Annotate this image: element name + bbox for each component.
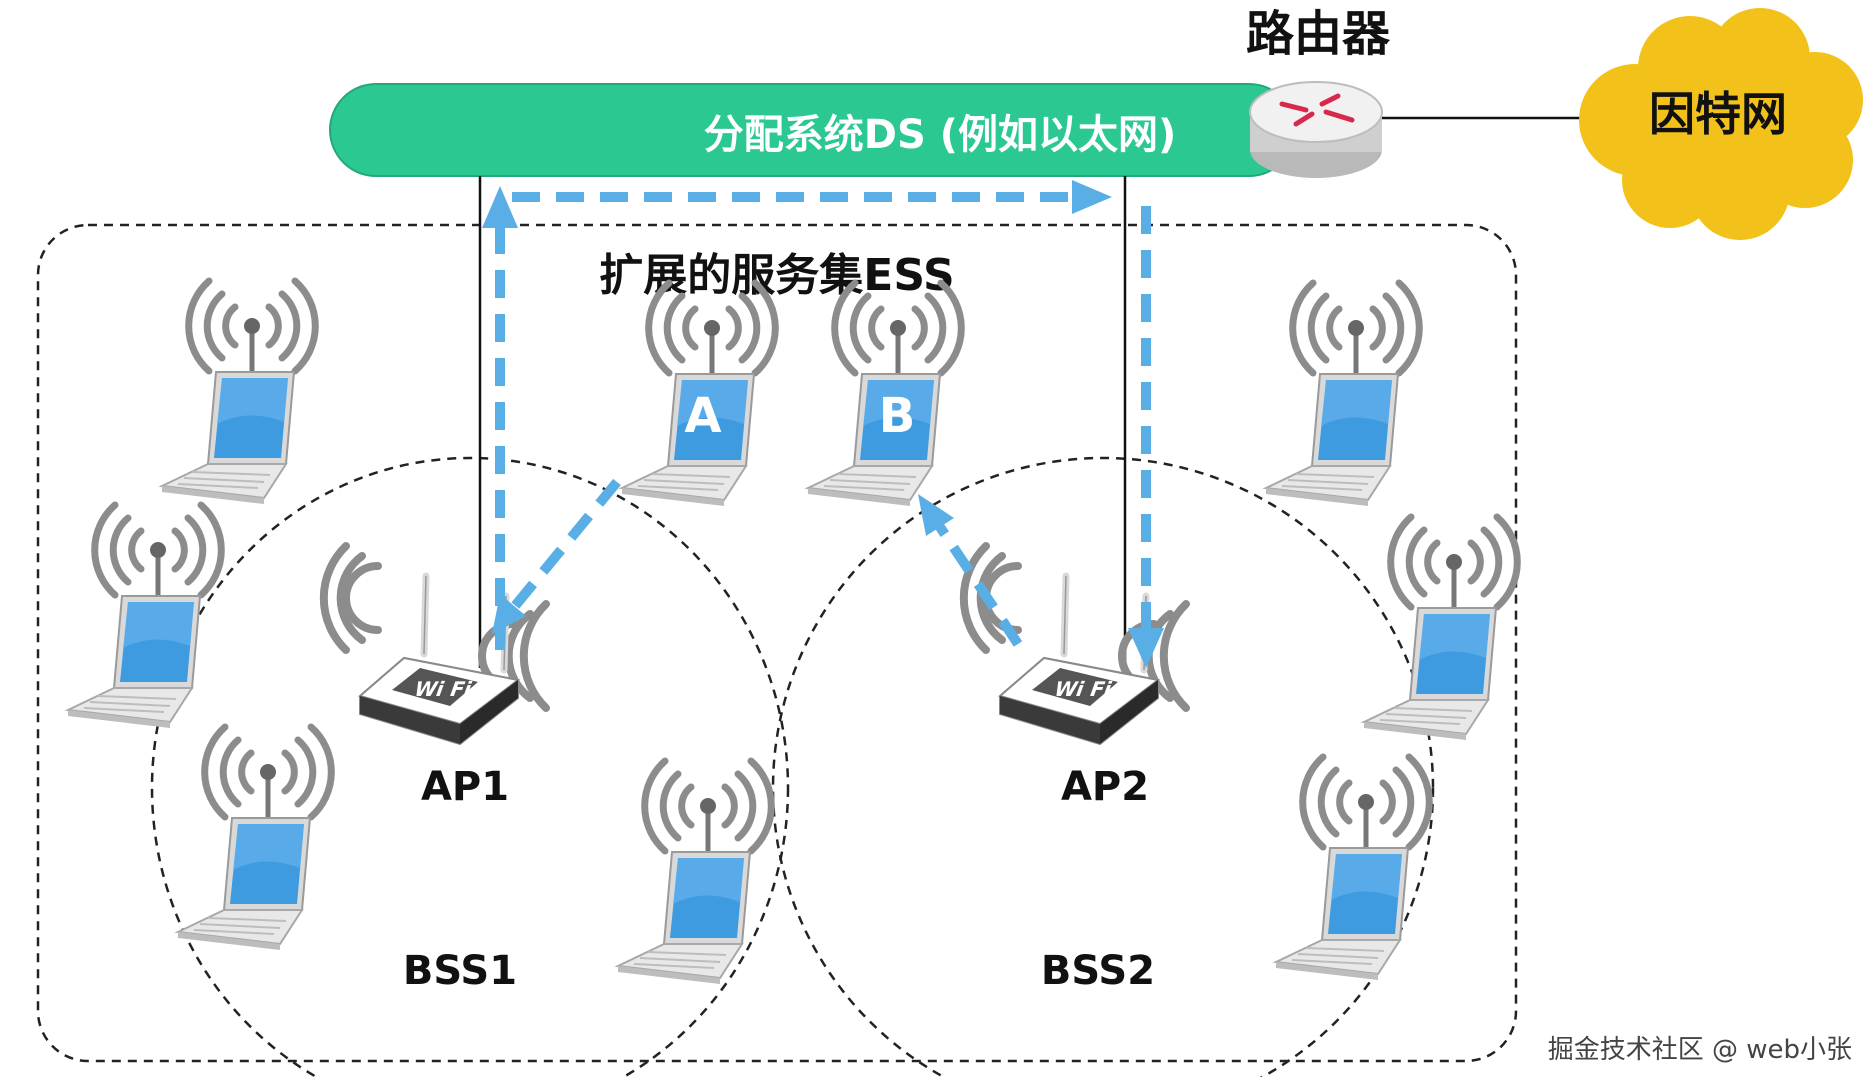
laptop-icon <box>1266 283 1419 506</box>
internet-label: 因特网 <box>1649 87 1787 141</box>
bss2-label: BSS2 <box>1041 948 1155 994</box>
station-a-label: A <box>684 388 721 444</box>
laptop-icon <box>68 505 221 728</box>
laptop-icon <box>1276 757 1429 980</box>
ap1-label: AP1 <box>421 764 509 810</box>
router-icon <box>1249 81 1383 178</box>
flow-ap2-to-b <box>929 515 1023 647</box>
cloud-icon <box>1579 8 1863 240</box>
router-label: 路由器 <box>1246 6 1391 62</box>
ap2-label: AP2 <box>1061 764 1149 810</box>
ess-boundary <box>36 223 1518 1063</box>
flow-a-to-ap1 <box>506 478 621 616</box>
arrowhead <box>918 494 954 536</box>
bss1-label: BSS1 <box>403 948 517 994</box>
bss1-boundary <box>150 456 790 1077</box>
wifi-access-point-icon <box>324 546 546 744</box>
station-b-label: B <box>879 388 916 444</box>
watermark: 掘金技术社区 @ web小张 <box>1548 1035 1852 1065</box>
bss2-boundary <box>771 456 1435 1077</box>
arrowhead <box>1128 628 1164 668</box>
arrowhead <box>482 186 518 228</box>
ds-bar-label: 分配系统DS (例如以太网) <box>704 112 1177 158</box>
ess-label: 扩展的服务集ESS <box>599 250 954 301</box>
arrowhead <box>1072 180 1112 214</box>
laptop-icon <box>178 727 331 950</box>
arrowhead <box>492 594 526 634</box>
laptop-icon <box>618 761 771 984</box>
laptop-icon <box>162 281 315 504</box>
laptop-icon <box>1364 517 1517 740</box>
